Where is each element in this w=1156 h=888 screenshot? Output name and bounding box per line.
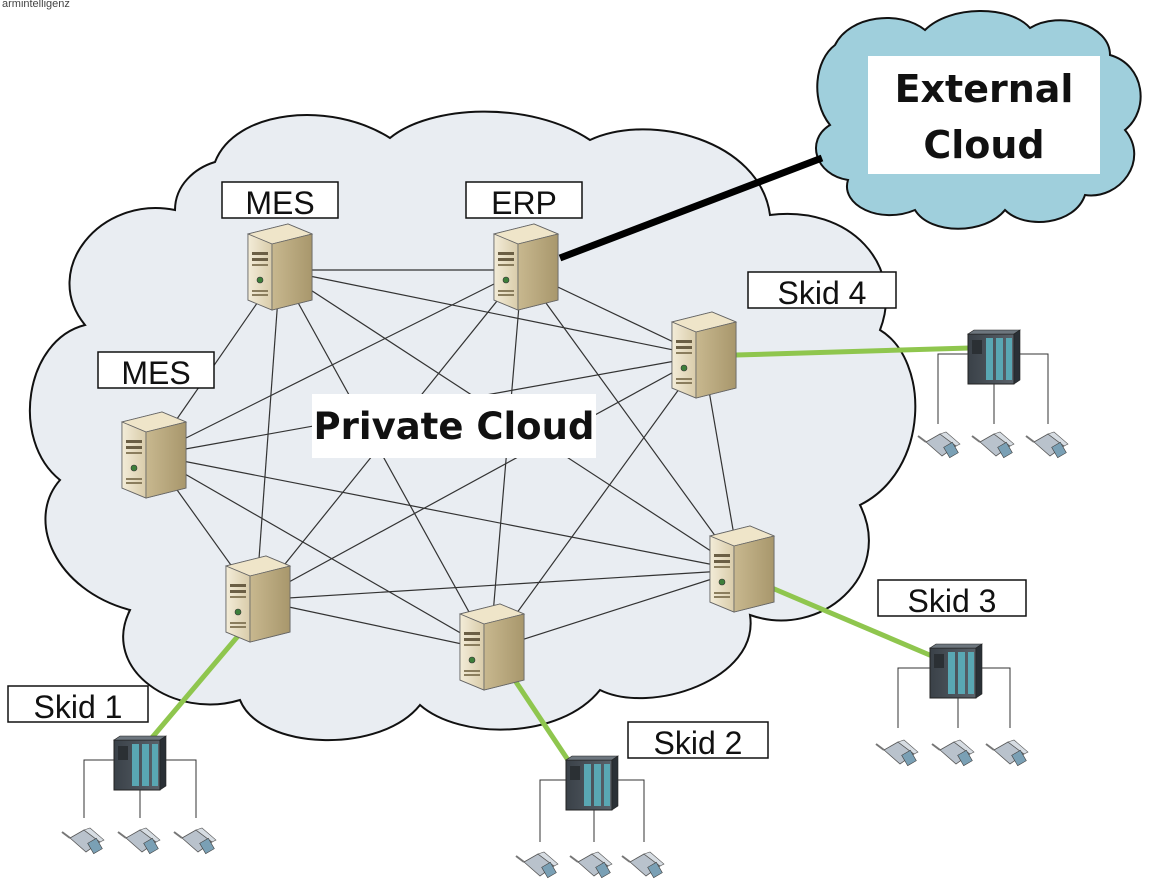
skid4-sensor-3-icon (1025, 431, 1069, 459)
skid4-sensor-1-icon (917, 431, 961, 459)
skid2-sensor-1-icon (515, 851, 559, 879)
skid4-plc-icon (967, 329, 1021, 385)
mes-top-label-box (221, 181, 339, 219)
mes-left-server-icon (121, 411, 187, 499)
private-cloud-label: Private Cloud (314, 405, 595, 448)
erp-label: ERP (491, 185, 557, 221)
skid3-sensor-1-icon (875, 739, 919, 767)
mes-left-label-box (97, 351, 215, 389)
mes-top-server-icon (247, 223, 313, 311)
mes-top-label: MES (245, 185, 314, 221)
skid2-sensor-3-icon (621, 851, 665, 879)
private-cloud-label-box (312, 394, 596, 458)
erp-server-icon (493, 223, 559, 311)
external-cloud-label-box (868, 56, 1100, 174)
image-caption: armintelligenz (2, 0, 70, 10)
external-link (558, 154, 824, 262)
skid2-sensor-2-icon (569, 851, 613, 879)
skid-links (148, 345, 971, 768)
skid3-label: Skid 3 (908, 583, 997, 619)
server-bottom-center-icon (459, 603, 525, 691)
skid4-label-box (747, 271, 897, 309)
mes-left-label: MES (121, 355, 190, 391)
skid1-group (61, 735, 217, 855)
erp-label-box (465, 181, 583, 219)
skid4-sensor-2-icon (971, 431, 1015, 459)
skid4-label: Skid 4 (778, 275, 867, 311)
skid3-label-box (877, 579, 1027, 617)
skid1-sensor-3-icon (173, 827, 217, 855)
skid2-label-box (627, 721, 769, 759)
skid1-sensor-1-icon (61, 827, 105, 855)
skid2-plc-icon (565, 755, 619, 811)
server-bottom-left-icon (225, 555, 291, 643)
skid4-server-icon (671, 311, 737, 399)
skid1-sensor-2-icon (117, 827, 161, 855)
skid3-group (875, 643, 1029, 767)
skid4-group (917, 329, 1069, 459)
server-bottom-right-icon (709, 525, 775, 613)
skid3-plc-icon (929, 643, 983, 699)
skid3-sensor-3-icon (985, 739, 1029, 767)
skid1-label: Skid 1 (34, 689, 123, 725)
skid2-label: Skid 2 (654, 725, 743, 761)
skid1-label-box (7, 685, 149, 723)
external-cloud-label-line1: External (895, 67, 1074, 111)
skid3-sensor-2-icon (931, 739, 975, 767)
skid1-plc-icon (113, 735, 167, 791)
external-cloud-label-line2: Cloud (923, 123, 1044, 167)
skid2-group (515, 755, 665, 879)
